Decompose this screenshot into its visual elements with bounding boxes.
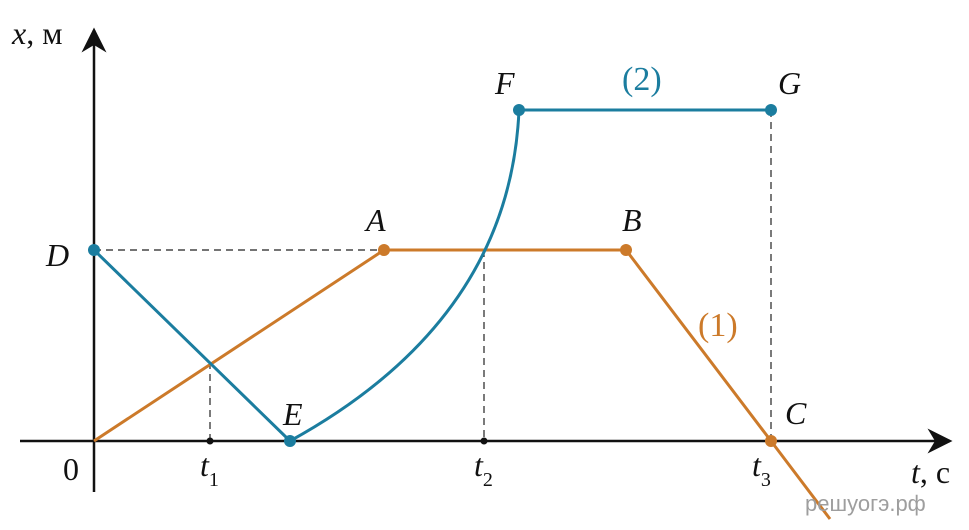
curve-1-label: (1) <box>698 307 738 344</box>
point-c-dot <box>765 435 777 447</box>
point-a-label: A <box>364 202 386 238</box>
point-c-label: C <box>785 395 807 431</box>
curve-2-points <box>88 104 777 447</box>
y-axis-var: x <box>11 15 26 51</box>
curve-2-segment-de <box>92 248 292 443</box>
curve-2 <box>92 108 771 443</box>
point-d-label: D <box>45 237 69 273</box>
curve-2-label: (2) <box>622 61 662 98</box>
point-a-dot <box>378 244 390 256</box>
y-axis-unit: , м <box>26 15 62 51</box>
x-axis-unit: , с <box>920 454 950 490</box>
curve-2-arc-ef <box>289 109 521 443</box>
point-f-label: F <box>494 65 515 101</box>
guide-lines <box>94 110 772 441</box>
tick-label-t2: t2 <box>474 447 493 491</box>
tick-dots <box>206 437 488 445</box>
tick-dot-t2 <box>480 437 488 445</box>
origin-label: 0 <box>63 451 79 487</box>
point-b-dot <box>620 244 632 256</box>
point-d-dot <box>88 244 100 256</box>
point-g-dot <box>765 104 777 116</box>
point-g-label: G <box>778 65 801 101</box>
point-e-dot <box>284 435 296 447</box>
tick-dot-t1 <box>206 437 214 445</box>
point-f-dot <box>513 104 525 116</box>
x-axis-var: t <box>911 454 921 490</box>
tick-label-t3: t3 <box>752 447 771 491</box>
point-b-label: B <box>622 202 642 238</box>
y-axis-label: x, м <box>11 15 62 51</box>
point-e-label: E <box>282 396 303 432</box>
x-axis-label: t, с <box>911 454 950 490</box>
curve-1-points <box>378 244 777 447</box>
axes <box>20 27 953 492</box>
watermark: решуогэ.рф <box>805 491 926 516</box>
tick-label-t1: t1 <box>200 447 219 491</box>
